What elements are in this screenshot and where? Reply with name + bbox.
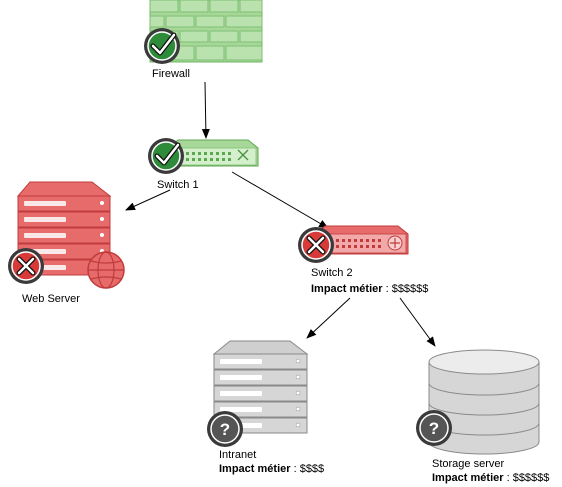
- webserver-label: Web Server: [22, 293, 80, 305]
- question-icon: ?: [207, 411, 243, 447]
- storage-node[interactable]: ? Storage server Impact métier : $$$$$$: [416, 349, 549, 484]
- firewall-label: Firewall: [152, 68, 190, 80]
- firewall-node[interactable]: Firewall: [144, 0, 263, 80]
- impact-label: Impact métier: [219, 463, 291, 475]
- edge-switch2-storage: [399, 297, 436, 347]
- storage-impact: Impact métier : $$$$$$: [432, 472, 549, 484]
- question-icon: ?: [416, 410, 452, 446]
- question-glyph: ?: [220, 420, 230, 439]
- intranet-impact: Impact métier : $$$$: [219, 463, 324, 475]
- switch1-label: Switch 1: [157, 179, 199, 191]
- storage-label: Storage server: [432, 458, 504, 470]
- edge-switch1-switch2: [231, 171, 329, 229]
- cross-icon: [298, 227, 334, 263]
- server-icon: [16, 181, 112, 276]
- connections: [125, 81, 436, 347]
- edge-switch1-webserver: [125, 189, 171, 211]
- impact-value: : $$$$$$: [504, 472, 550, 484]
- check-icon: [144, 28, 180, 64]
- cross-icon: [8, 248, 44, 284]
- edge-switch2-intranet: [306, 297, 351, 339]
- switch2-impact: Impact métier : $$$$$$: [311, 283, 428, 295]
- check-icon: [148, 138, 184, 174]
- question-glyph: ?: [429, 419, 439, 438]
- webserver-node[interactable]: Web Server: [8, 181, 125, 305]
- switch1-node[interactable]: Switch 1: [148, 138, 259, 191]
- intranet-label: Intranet: [219, 449, 256, 461]
- switch2-label: Switch 2: [311, 267, 353, 279]
- impact-value: : $$$$: [291, 463, 325, 475]
- globe-icon: [87, 251, 125, 289]
- switch-icon: [167, 139, 259, 167]
- impact-value: : $$$$$$: [383, 283, 429, 295]
- router-icon: [315, 225, 409, 255]
- intranet-node[interactable]: ? Intranet Impact métier : $$$$: [207, 340, 324, 475]
- impact-label: Impact métier: [432, 472, 504, 484]
- impact-label: Impact métier: [311, 283, 383, 295]
- switch2-node[interactable]: Switch 2 Impact métier : $$$$$$: [298, 225, 428, 295]
- edge-firewall-switch1: [201, 81, 210, 139]
